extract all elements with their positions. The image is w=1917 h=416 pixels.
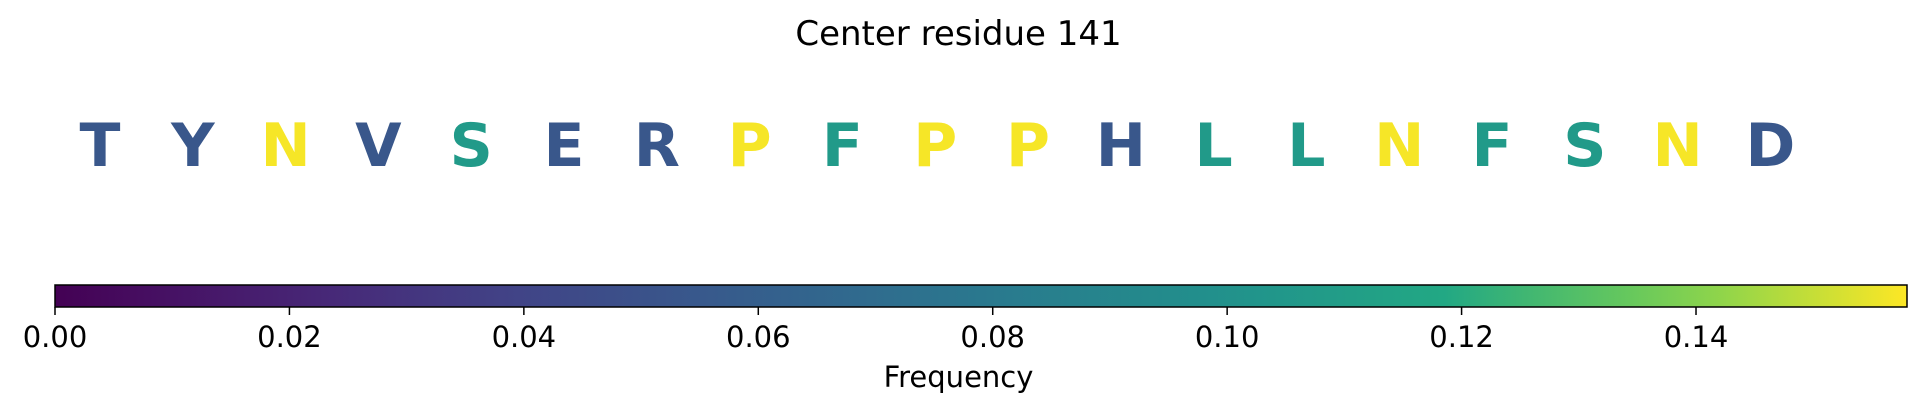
residue-letter: P <box>1006 111 1050 181</box>
residue-letter: N <box>1652 111 1702 181</box>
residue-letter: R <box>634 111 680 181</box>
residue-letter: F <box>1472 111 1513 181</box>
colorbar-tick-label: 0.00 <box>23 320 88 354</box>
colorbar-tick-label: 0.08 <box>960 320 1025 354</box>
residue-letter: N <box>260 111 310 181</box>
chart-title: Center residue 141 <box>795 14 1122 54</box>
residue-letter: L <box>1194 111 1232 181</box>
colorbar-tick-label: 0.04 <box>492 320 557 354</box>
residue-letter: S <box>1563 111 1606 181</box>
colorbar-tick-label: 0.06 <box>726 320 791 354</box>
residue-letter: E <box>544 111 585 181</box>
colorbar-tick-label: 0.12 <box>1429 320 1494 354</box>
residue-letter: P <box>913 111 957 181</box>
colorbar-tick-label: 0.14 <box>1664 320 1729 354</box>
residue-letter: P <box>728 111 772 181</box>
residue-letter: N <box>1374 111 1424 181</box>
colorbar <box>54 284 1908 308</box>
residue-letter: D <box>1745 111 1795 181</box>
residue-letter: F <box>822 111 863 181</box>
colorbar-tick-label: 0.10 <box>1195 320 1260 354</box>
residue-letter: S <box>450 111 493 181</box>
colorbar-tick-label: 0.02 <box>257 320 322 354</box>
colorbar-label: Frequency <box>883 360 1034 394</box>
residue-letter: L <box>1287 111 1325 181</box>
residue-letter: T <box>80 111 121 181</box>
residue-letter: V <box>355 111 402 181</box>
residue-letter: Y <box>170 111 216 181</box>
residue-letter: H <box>1096 111 1146 181</box>
